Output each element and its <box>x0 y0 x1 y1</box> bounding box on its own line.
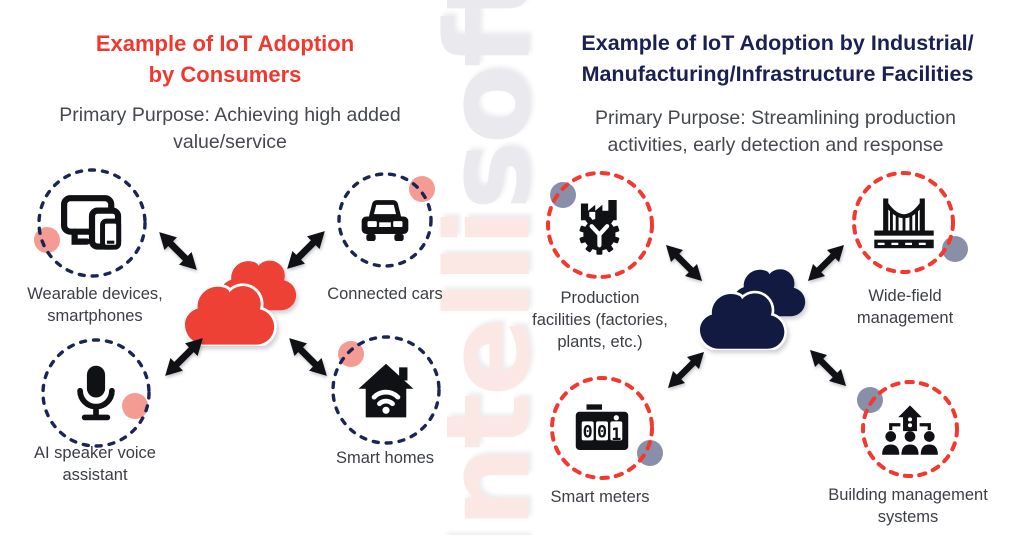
accent-dot <box>122 393 148 419</box>
accent-dot <box>409 176 435 202</box>
node-label: Smart meters <box>550 488 650 506</box>
double-arrow-se-icon <box>285 334 331 380</box>
node-building-management <box>857 379 960 479</box>
dashed-ring <box>550 376 654 480</box>
consumer-title: Example of IoT Adoption by Consumers <box>95 31 355 88</box>
node-label: Building management systems <box>828 486 988 526</box>
node-wearable-devices <box>34 167 148 279</box>
factory-gear-icon <box>545 170 655 280</box>
node-label: AI speaker voice assistant <box>34 444 156 484</box>
double-arrow-ne-icon <box>804 241 848 285</box>
dashed-ring <box>37 168 147 278</box>
industrial-subtitle: Primary Purpose: Streamlining production… <box>595 107 956 157</box>
node-label: Wearable devices, smartphones <box>27 285 163 325</box>
double-arrow-se-icon <box>806 346 850 390</box>
node-smart-homes <box>330 334 442 446</box>
node-label: Connected cars <box>327 285 443 303</box>
dashed-ring <box>331 335 441 445</box>
double-arrow-sw-icon <box>664 348 708 392</box>
meter-icon: 0 0 1 <box>549 375 655 481</box>
node-connected-cars <box>336 171 435 269</box>
building-people-icon <box>860 379 960 479</box>
meter-digit: 1 <box>611 424 621 443</box>
dashed-ring <box>337 172 433 268</box>
node-label: Wide-field management <box>856 287 954 327</box>
node-wide-field-management <box>851 170 968 275</box>
devices-icon <box>36 167 148 279</box>
double-arrow-ne-icon <box>283 227 329 273</box>
meter-digit: 0 <box>583 422 593 441</box>
double-arrow-sw-icon <box>161 334 207 380</box>
consumer-subtitle: Primary Purpose: Achieving high added va… <box>59 104 401 154</box>
double-arrow-nw-icon <box>155 228 201 274</box>
consumer-cloud-icon <box>182 255 297 351</box>
industrial-cloud-icon <box>697 264 806 355</box>
double-arrow-nw-icon <box>662 241 706 285</box>
dashed-ring <box>546 171 654 279</box>
bridge-icon <box>851 170 956 275</box>
meter-digit: 0 <box>597 422 607 441</box>
node-smart-meters: 0 0 1 <box>549 375 663 481</box>
node-production-facilities <box>545 170 655 280</box>
node-ai-speaker <box>40 337 152 449</box>
node-label: Smart homes <box>335 449 435 467</box>
node-label: Production facilities (factories, plants… <box>532 289 668 351</box>
smart-home-icon <box>330 334 442 446</box>
microphone-icon <box>40 337 152 449</box>
dashed-ring <box>852 171 955 274</box>
dashed-ring <box>861 380 959 478</box>
car-icon <box>336 171 434 269</box>
dashed-ring <box>41 338 151 448</box>
industrial-title: Example of IoT Adoption by Industrial/ M… <box>581 31 974 86</box>
